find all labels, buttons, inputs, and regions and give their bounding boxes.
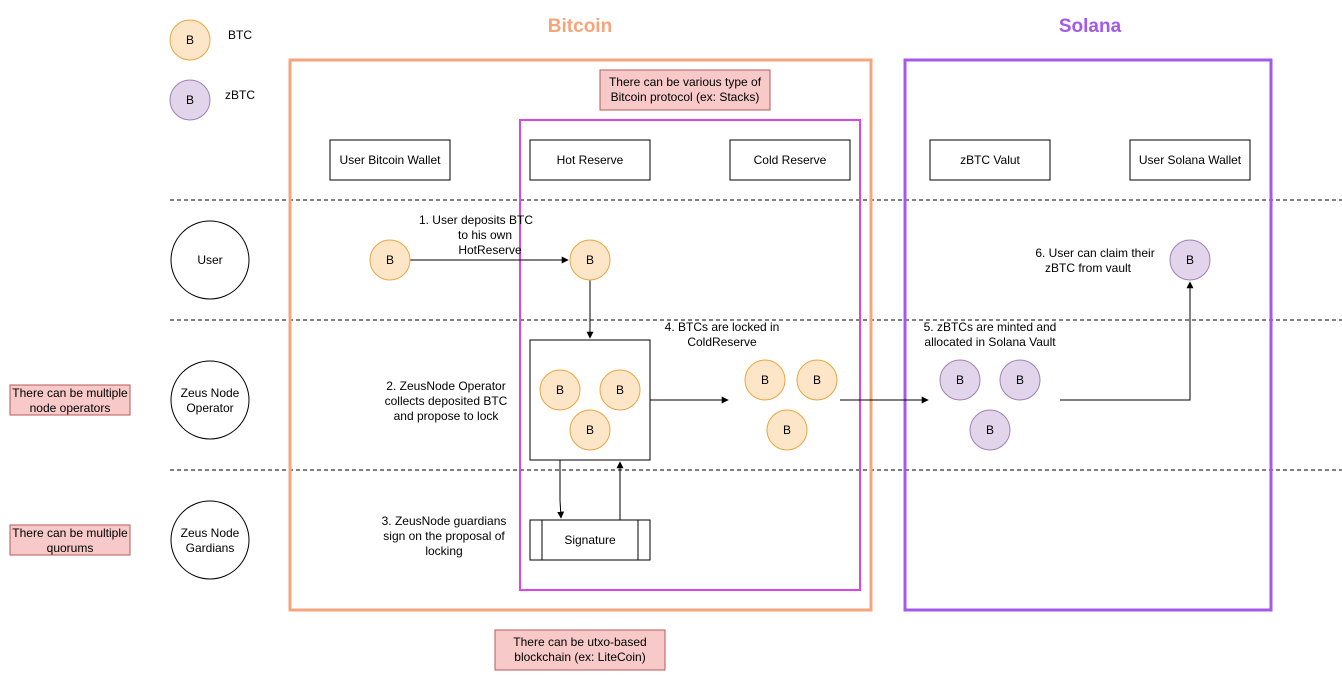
coin-cold-2-label: B [813, 373, 821, 387]
column-zbtc-vault-label: zBTC Valut [960, 153, 1020, 167]
step-3-line-3: locking [425, 544, 462, 558]
step-1-line-1: 1. User deposits BTC [419, 213, 533, 227]
arrows [410, 256, 1194, 520]
note-utxo-line-2: blockchain (ex: LiteCoin) [514, 650, 645, 664]
column-hot-reserve: Hot Reserve [529, 139, 651, 181]
column-hot-reserve-label: Hot Reserve [557, 153, 624, 167]
column-cold-reserve-label: Cold Reserve [754, 153, 827, 167]
note-quorums-line-1: There can be multiple [12, 526, 128, 540]
step-1-line-3: HotReserve [458, 243, 522, 257]
column-user-solana-wallet-label: User Solana Wallet [1139, 153, 1242, 167]
coin-operator-2: B [599, 369, 641, 411]
step-3-line-1: 3. ZeusNode guardians [382, 514, 507, 528]
legend: B BTC B zBTC [169, 19, 255, 121]
column-user-bitcoin-wallet: User Bitcoin Wallet [329, 139, 451, 181]
column-user-solana-wallet: User Solana Wallet [1129, 139, 1251, 181]
coin-zbtc-2: B [999, 359, 1041, 401]
step-4-line-1: 4. BTCs are locked in [665, 320, 780, 334]
actor-guardians-line-2: Gardians [186, 541, 235, 555]
bitcoin-region-title: Bitcoin [548, 16, 612, 37]
coin-cold-3-label: B [783, 423, 791, 437]
step-2-text: 2. ZeusNode Operator collects deposited … [385, 379, 508, 423]
note-operators: There can be multiple node operators [9, 384, 131, 416]
step-2-line-2: collects deposited BTC [385, 394, 508, 408]
column-zbtc-vault: zBTC Valut [929, 139, 1051, 181]
signature-label: Signature [564, 533, 616, 547]
solana-region-title: Solana [1059, 16, 1122, 37]
actor-operator: Zeus Node Operator [170, 360, 250, 440]
note-quorums: There can be multiple quorums [9, 524, 131, 556]
step-4-text: 4. BTCs are locked in ColdReserve [665, 320, 780, 349]
legend-zbtc-coin [169, 79, 211, 121]
note-operators-line-2: node operators [30, 401, 111, 415]
legend-zbtc-label: zBTC [225, 88, 255, 102]
protocol-region [519, 119, 861, 591]
step-5-text: 5. zBTCs are minted and allocated in Sol… [924, 320, 1057, 349]
coin-cold-3: B [766, 409, 808, 451]
note-quorums-line-2: quorums [47, 541, 94, 555]
coin-user-wallet-label: B [386, 253, 394, 267]
step-6-line-2: zBTC from vault [1045, 261, 1132, 275]
coin-user-solana-label: B [1186, 253, 1194, 267]
coin-operator-3: B [569, 409, 611, 451]
step-3-text: 3. ZeusNode guardians sign on the propos… [382, 514, 507, 558]
coin-user-solana: B [1169, 239, 1211, 281]
step-5-line-1: 5. zBTCs are minted and [924, 320, 1057, 334]
step-4-line-2: ColdReserve [687, 335, 757, 349]
coin-cold-2: B [796, 359, 838, 401]
coin-hot-reserve-label: B [586, 253, 594, 267]
legend-btc-coin [169, 19, 211, 61]
lane-separators [170, 199, 1342, 471]
step-1-line-2: to his own [458, 228, 512, 242]
bitcoin-region [288, 58, 873, 612]
step-6-text: 6. User can claim their zBTC from vault [1035, 246, 1154, 275]
note-protocol-line-1: There can be various type of [609, 75, 762, 89]
step-2-line-3: and propose to lock [394, 409, 500, 423]
coin-user-wallet: B [369, 239, 411, 281]
coin-cold-1: B [744, 359, 786, 401]
coin-zbtc-3-label: B [986, 423, 994, 437]
note-utxo: There can be utxo-based blockchain (ex: … [494, 629, 666, 671]
coin-zbtc-3: B [969, 409, 1011, 451]
coin-zbtc-2-label: B [1016, 373, 1024, 387]
coin-cold-1-label: B [761, 373, 769, 387]
step-3-line-2: sign on the proposal of [383, 529, 505, 543]
arrow-propose [557, 460, 565, 519]
solana-region [903, 58, 1273, 612]
coin-operator-1: B [539, 369, 581, 411]
coin-operator-3-label: B [586, 423, 594, 437]
actor-user-label: User [197, 253, 222, 267]
step-5-line-2: allocated in Solana Vault [924, 335, 1056, 349]
actor-operator-line-2: Operator [186, 401, 233, 415]
arrow-claim [1060, 281, 1194, 401]
legend-zbtc-coin-label: B [186, 93, 194, 107]
step-1-text: 1. User deposits BTC to his own HotReser… [419, 213, 533, 257]
coin-operator-1-label: B [556, 383, 564, 397]
legend-btc-label: BTC [228, 28, 252, 42]
actor-user: User [170, 220, 250, 300]
note-protocol: There can be various type of Bitcoin pro… [599, 69, 771, 111]
step-6-line-1: 6. User can claim their [1035, 246, 1154, 260]
coin-operator-2-label: B [616, 383, 624, 397]
note-utxo-line-1: There can be utxo-based [513, 635, 646, 649]
column-cold-reserve: Cold Reserve [729, 139, 851, 181]
note-operators-line-1: There can be multiple [12, 386, 128, 400]
actor-operator-line-1: Zeus Node [181, 386, 240, 400]
actor-guardians: Zeus Node Gardians [170, 500, 250, 580]
coin-zbtc-1: B [939, 359, 981, 401]
note-protocol-line-2: Bitcoin protocol (ex: Stacks) [611, 90, 760, 104]
step-2-line-1: 2. ZeusNode Operator [386, 379, 505, 393]
coin-zbtc-1-label: B [956, 373, 964, 387]
column-user-bitcoin-wallet-label: User Bitcoin Wallet [340, 153, 442, 167]
actor-guardians-line-1: Zeus Node [181, 526, 240, 540]
signature-box: Signature [529, 519, 651, 561]
coin-hot-reserve: B [569, 239, 611, 281]
legend-btc-coin-label: B [186, 33, 194, 47]
